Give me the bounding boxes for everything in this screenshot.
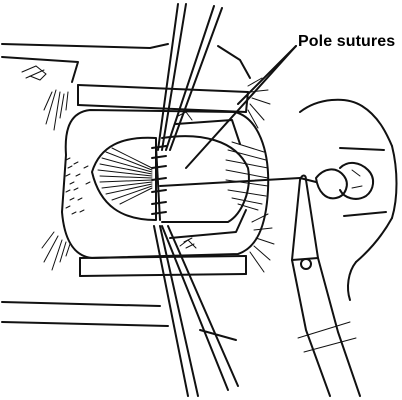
upper-forceps — [157, 3, 223, 151]
incision-sutures — [151, 145, 167, 221]
sclera-marks — [177, 111, 197, 249]
upper-drape — [1, 43, 251, 83]
medial-rectus-hatching — [97, 147, 153, 205]
callout-leaders — [185, 45, 297, 169]
suture-thread — [159, 177, 317, 187]
sclera-outline — [61, 109, 270, 259]
surgeon-hand — [299, 98, 398, 301]
needle-holder — [291, 174, 361, 397]
upper-eyelashes — [43, 77, 271, 131]
medial-stipple — [65, 157, 91, 215]
lower-eyelashes — [41, 213, 275, 273]
pole-sutures-label: Pole sutures — [298, 33, 396, 50]
lower-forceps — [153, 225, 239, 397]
lower-drape — [1, 301, 237, 341]
lateral-rectus-hatching — [225, 141, 269, 211]
